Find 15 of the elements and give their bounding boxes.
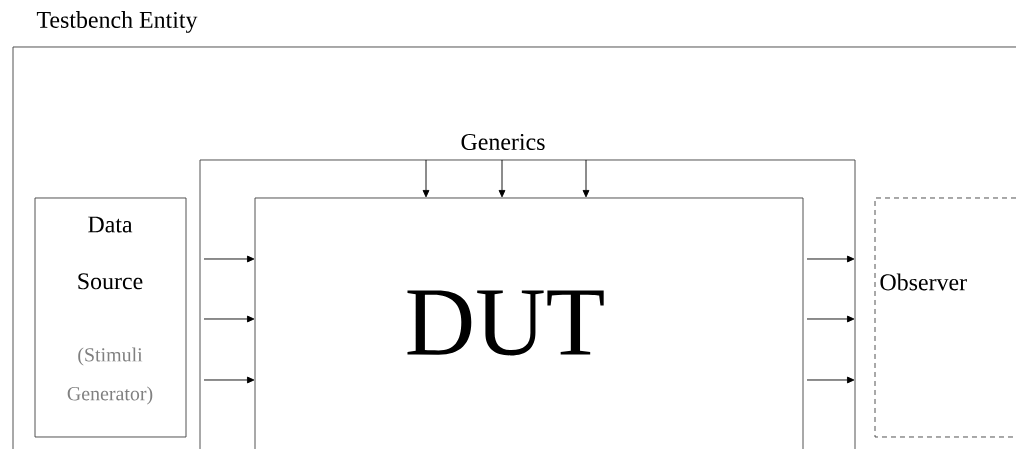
box-heading: Testbench Entity	[36, 11, 198, 33]
arrow	[203, 255, 255, 263]
arrow	[203, 315, 255, 323]
arrow	[498, 159, 506, 198]
arrow	[806, 315, 855, 323]
arrow	[806, 376, 855, 384]
box-label: Observer	[880, 273, 967, 291]
arrow	[203, 376, 255, 384]
box-label: DUT	[407, 290, 604, 356]
arrow	[582, 159, 590, 198]
box-heading: Generics	[461, 133, 545, 151]
box-heading: Data Source	[78, 216, 143, 290]
arrow	[422, 159, 430, 198]
arrow	[806, 255, 855, 263]
box-note: (Stimuli Generator)	[67, 347, 153, 405]
